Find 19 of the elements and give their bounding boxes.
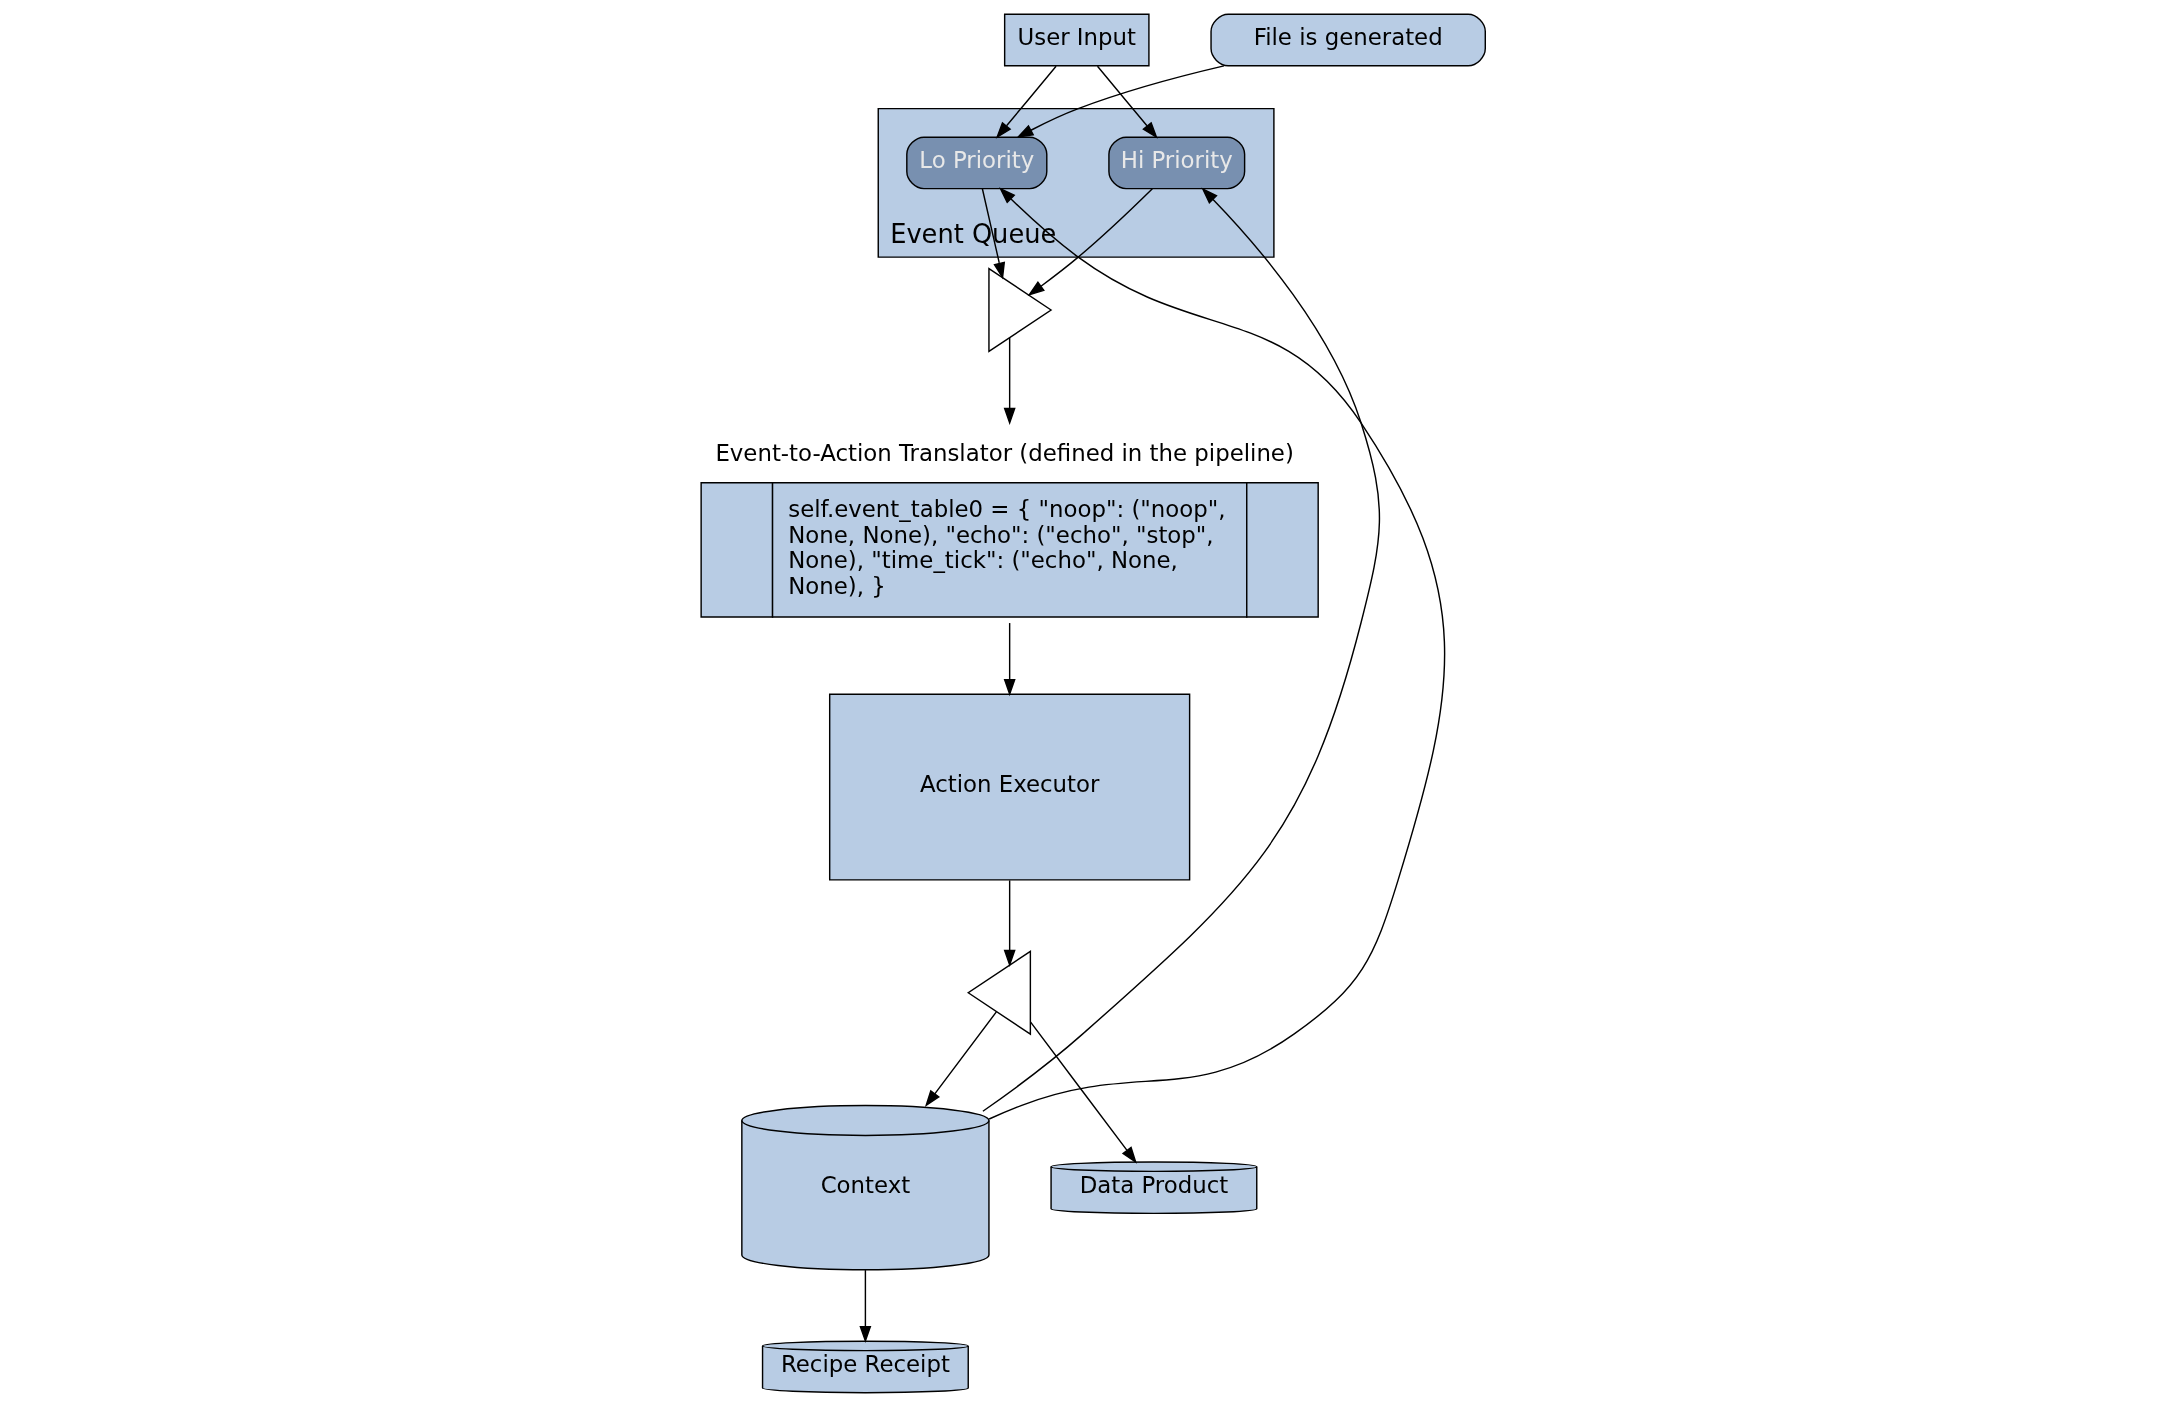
arrow [1003, 337, 1016, 425]
node-box: Lo Priority [905, 136, 1047, 190]
node-box: File is generated [1209, 13, 1486, 67]
node-triangle [987, 267, 1052, 353]
arrow [924, 1011, 997, 1107]
node-box: User Input [1003, 13, 1150, 67]
arrow [987, 187, 1445, 1120]
arrow [1027, 188, 1153, 296]
arrow [1015, 65, 1225, 139]
node-box: Action Executor [828, 693, 1190, 881]
arrow [1003, 879, 1016, 968]
arrow [995, 65, 1057, 139]
arrow [858, 1269, 871, 1344]
node-box: Hi Priority [1107, 136, 1245, 190]
arrow [1029, 1021, 1137, 1164]
arrow [1003, 622, 1016, 697]
node-label: Event-to-Action Translator (defined in the pipeline) [714, 440, 1294, 467]
arrow [1096, 65, 1158, 139]
arrow [981, 187, 1380, 1112]
